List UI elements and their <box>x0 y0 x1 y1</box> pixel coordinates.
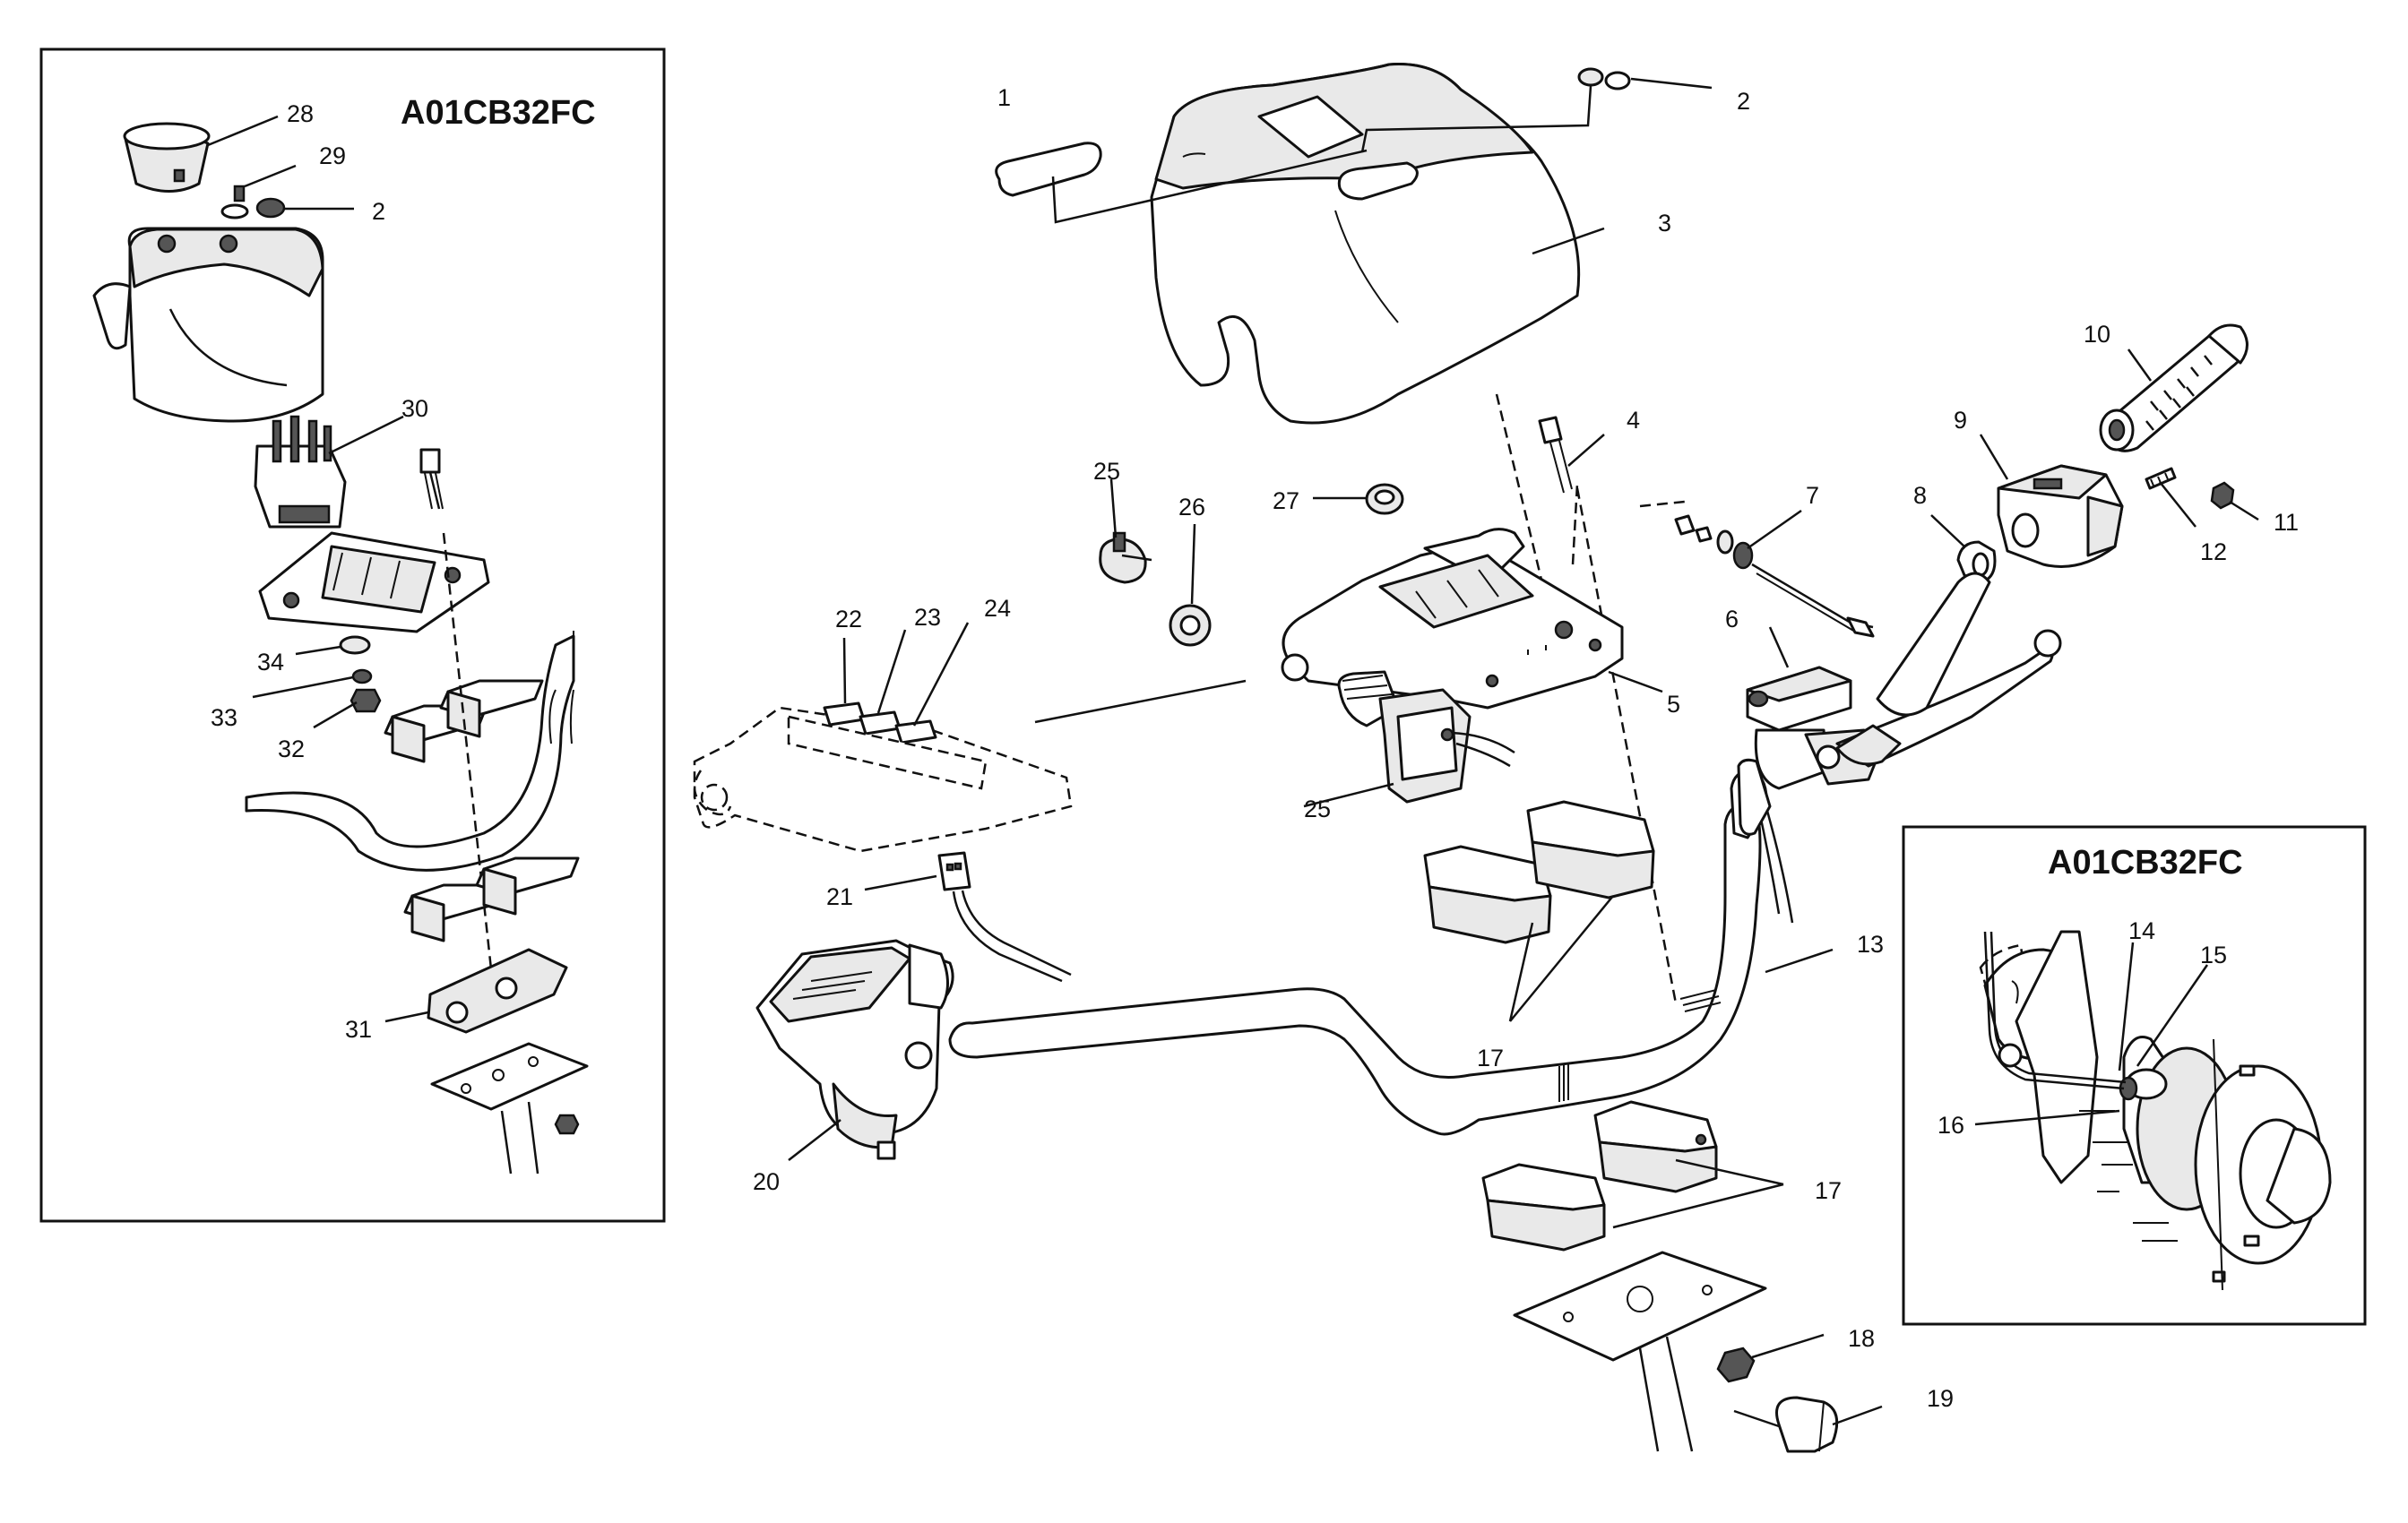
upper-clamps <box>1423 800 1655 944</box>
left-inset-part-code: A01CB32FC <box>401 94 596 132</box>
callout-31: 31 <box>345 1016 372 1043</box>
callout-19: 19 <box>1927 1385 1954 1412</box>
callout-5: 5 <box>1667 691 1680 718</box>
callout-13: 13 <box>1857 931 1884 958</box>
left-bracket-plate <box>258 531 490 633</box>
callout-21: 21 <box>826 883 853 910</box>
callout-8: 8 <box>1913 482 1927 509</box>
callout-16: 16 <box>1938 1112 1964 1139</box>
lower-clamps <box>1481 1100 1718 1252</box>
callout-9: 9 <box>1954 407 1967 434</box>
connector <box>937 851 1072 983</box>
handlebar <box>948 769 1794 1136</box>
throttle-shaft <box>1674 514 1875 638</box>
rubber-plug <box>995 142 1102 197</box>
callout-23: 23 <box>914 604 941 631</box>
handlebar-grip <box>2099 323 2248 452</box>
ignition-switch-top <box>1099 531 1152 584</box>
callout-17-upper: 17 <box>1477 1045 1504 1071</box>
callout-14: 14 <box>2128 917 2155 944</box>
callout-25-upper: 25 <box>1093 458 1120 485</box>
left-inset: A01CB32FC <box>39 47 666 1223</box>
callout-2: 2 <box>1737 88 1750 115</box>
callout-7: 7 <box>1806 482 1819 509</box>
callout-32: 32 <box>278 736 305 762</box>
upper-bracket-plate <box>1281 528 1624 710</box>
callout-33: 33 <box>211 704 237 731</box>
callout-22: 22 <box>835 606 862 632</box>
left-switch-housing <box>755 939 954 1160</box>
switch-plate-dashed <box>693 701 1073 853</box>
gauge-cup <box>123 122 211 193</box>
callout-29: 29 <box>319 142 346 169</box>
callout-18: 18 <box>1848 1325 1875 1352</box>
callout-1: 1 <box>997 84 1011 111</box>
callout-6: 6 <box>1725 606 1739 632</box>
callout-27: 27 <box>1273 487 1299 514</box>
callout-30: 30 <box>401 395 428 422</box>
right-inset-part-code: A01CB32FC <box>2048 844 2243 882</box>
callout-20: 20 <box>753 1168 780 1195</box>
brake-master-cylinder <box>1737 629 2062 836</box>
callout-25-lower: 25 <box>1304 796 1331 822</box>
bottom-mount-plate <box>1513 1251 1767 1452</box>
callout-26: 26 <box>1178 494 1205 521</box>
callout-28: 28 <box>287 100 314 127</box>
callout-2-left: 2 <box>372 198 385 225</box>
callout-4: 4 <box>1627 407 1640 434</box>
throttle-housing <box>1997 464 2124 568</box>
callout-34: 34 <box>257 649 284 675</box>
callout-15: 15 <box>2200 942 2227 968</box>
right-inset: A01CB32FC <box>1902 825 2367 1326</box>
ignition-switch-bottom <box>1337 670 1515 804</box>
left-switch-block <box>254 415 347 529</box>
callout-24: 24 <box>984 595 1011 622</box>
callout-10: 10 <box>2084 321 2110 348</box>
callout-17-lower: 17 <box>1815 1177 1842 1204</box>
callout-3: 3 <box>1658 210 1671 237</box>
handlebar-cover <box>1150 63 1581 425</box>
callout-12: 12 <box>2200 538 2227 565</box>
left-housing <box>92 227 324 423</box>
cable-clamp <box>1733 1396 1883 1453</box>
callout-11: 11 <box>2274 509 2299 536</box>
